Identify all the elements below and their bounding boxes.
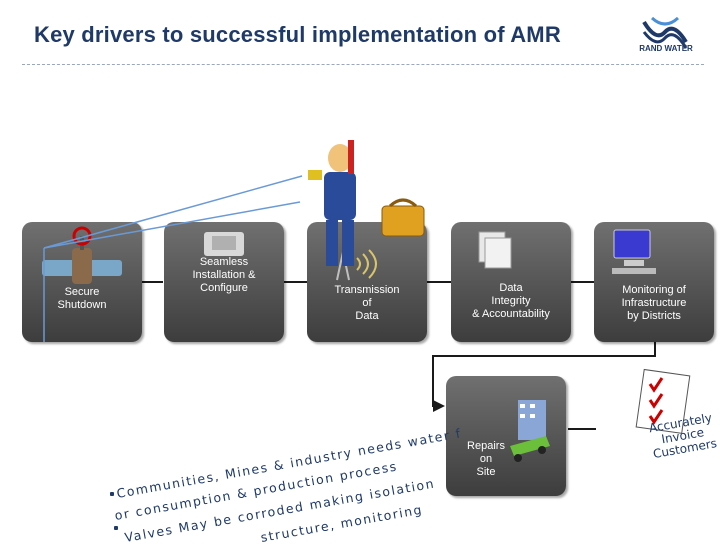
step-monitoring: Monitoring of Infrastructure by District… [594, 222, 714, 342]
step-label: Monitoring of Infrastructure by District… [594, 284, 714, 323]
step-label: Data Integrity & Accountability [451, 282, 571, 321]
step-seamless-installation: Seamless Installation & Configure [164, 222, 284, 342]
step-label: Seamless Installation & Configure [164, 256, 284, 295]
bullet-icon [110, 492, 114, 496]
flow-line [432, 355, 656, 357]
toolbox-icon [376, 188, 436, 248]
step-label: Transmission of Data [307, 284, 427, 323]
flow-line [283, 281, 307, 283]
title-divider [22, 64, 704, 65]
step-repairs: Repairs on Site [446, 376, 566, 496]
flow-line [427, 281, 451, 283]
flow-line [140, 281, 163, 283]
page-title: Key drivers to successful implementation… [34, 22, 561, 48]
valve-icon [22, 222, 142, 342]
computer-icon [594, 222, 714, 342]
step-label: Secure Shutdown [22, 286, 142, 312]
step-data-integrity: Data Integrity & Accountability [451, 222, 571, 342]
step-secure-shutdown: Secure Shutdown [22, 222, 142, 342]
bullet-icon [114, 526, 118, 530]
flow-line [654, 340, 656, 356]
logo-label: RAND WATER [634, 44, 698, 53]
arrow-head-icon [433, 400, 445, 412]
worker-figure-icon [300, 140, 380, 270]
flow-line [568, 428, 596, 430]
flow-line [571, 281, 594, 283]
